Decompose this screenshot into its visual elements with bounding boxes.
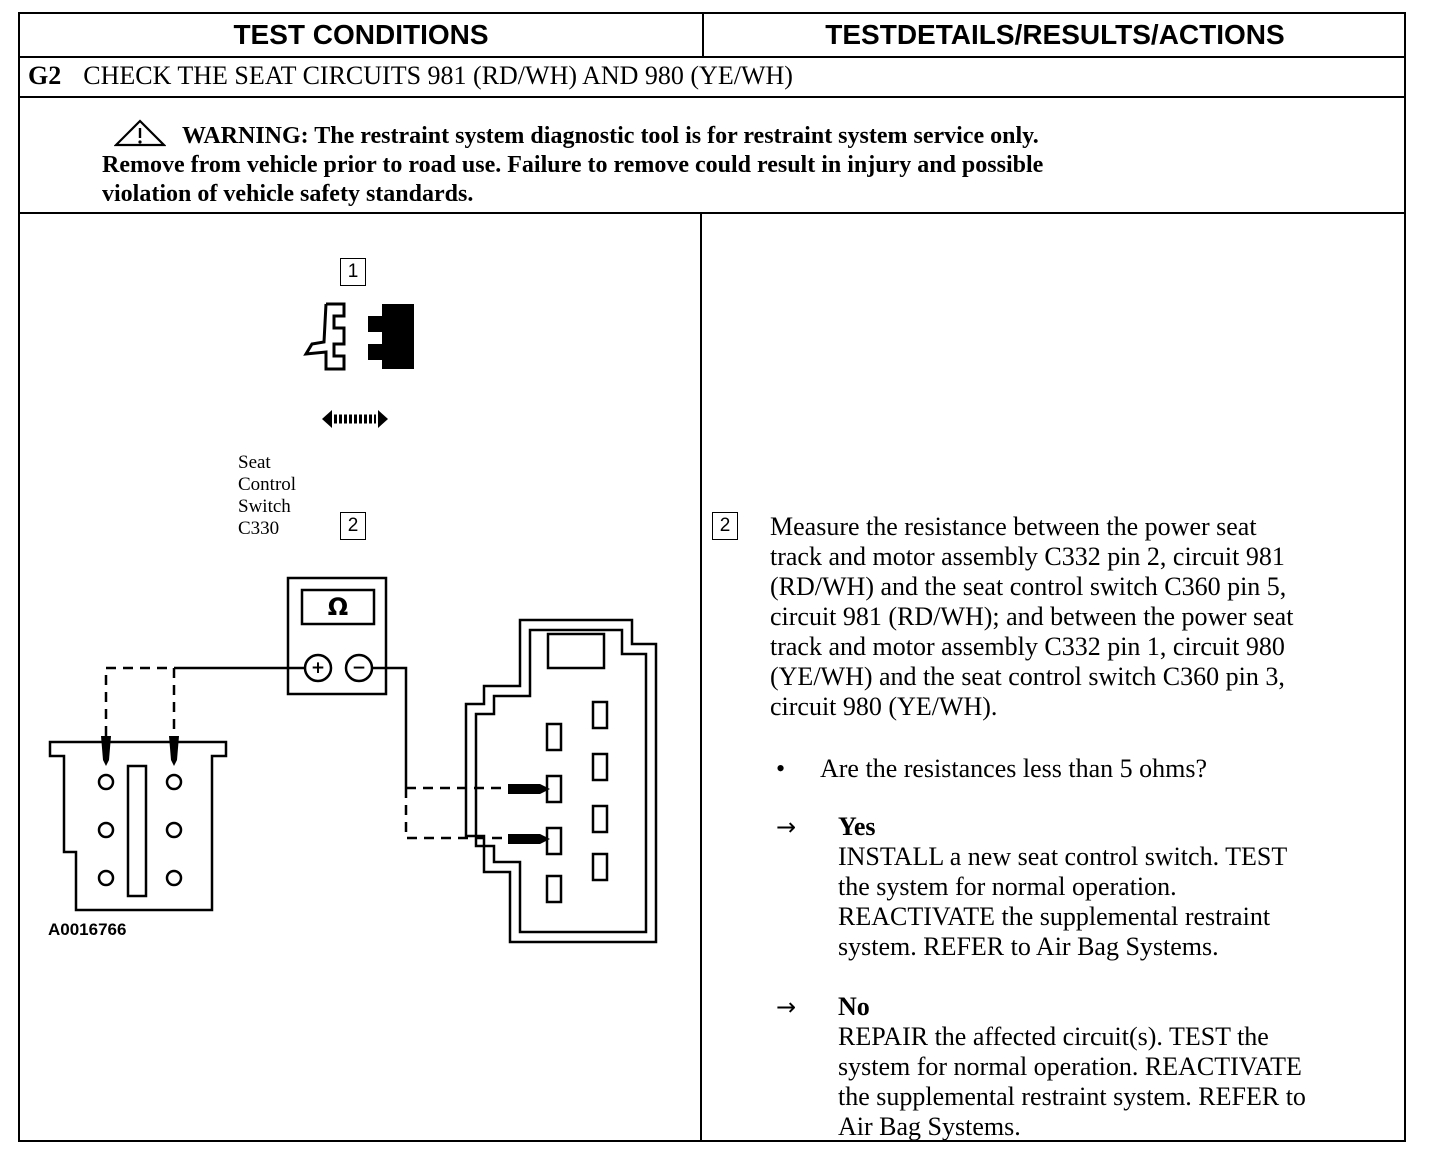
yes-action-line: the system for normal operation.: [838, 872, 1177, 901]
question-text: Are the resistances less than 5 ohms?: [820, 754, 1208, 783]
no-label: No: [838, 992, 870, 1021]
yes-action-line: REACTIVATE the supplemental restraint: [838, 902, 1271, 931]
test-sheet: TEST CONDITIONS TESTDETAILS/RESULTS/ACTI…: [18, 12, 1406, 1142]
warning-line-2: Remove from vehicle prior to road use. F…: [102, 152, 1044, 178]
step-id: G2: [28, 61, 62, 90]
meter-negative-terminal: −: [351, 658, 367, 678]
instruction-line: Measure the resistance between the power…: [770, 512, 1257, 541]
warning-block: WARNING: The restraint system diagnostic…: [102, 119, 1302, 209]
probe-tips: [101, 736, 179, 766]
instruction-line: circuit 980 (YE/WH).: [770, 692, 998, 721]
question-bullet: •: [776, 754, 786, 783]
ohm-symbol: Ω: [327, 593, 349, 621]
disconnected-connector: [303, 302, 346, 371]
warning-line-1: WARNING: The restraint system diagnostic…: [182, 123, 1039, 149]
no-answer: No REPAIR the affected circuit(s). TEST …: [838, 992, 1398, 1142]
seat-track-connector-c332: [464, 618, 658, 944]
no-action-line: Air Bag Systems.: [838, 1112, 1021, 1141]
dashed-leads: [104, 666, 520, 840]
instruction-line: circuit 981 (RD/WH); and between the pow…: [770, 602, 1294, 631]
connector-caption: Seat Control Switch C330: [238, 452, 297, 539]
yes-action-line: INSTALL a new seat control switch. TEST: [838, 842, 1288, 871]
instruction-line: (YE/WH) and the seat control switch C360…: [770, 662, 1285, 691]
disconnect-arrow-icon: [322, 410, 388, 428]
yes-label: Yes: [838, 812, 876, 841]
body-column-divider: [700, 214, 702, 1142]
yes-answer: Yes INSTALL a new seat control switch. T…: [838, 812, 1398, 962]
step-title: G2 CHECK THE SEAT CIRCUITS 981 (RD/WH) AN…: [28, 61, 793, 91]
figure-id: A0016766: [48, 920, 127, 939]
instruction-paragraph: Measure the resistance between the power…: [770, 512, 1390, 722]
meter-leads: [174, 666, 408, 788]
switch-side-connector: [368, 304, 414, 369]
yes-action-line: system. REFER to Air Bag Systems.: [838, 932, 1219, 961]
no-action-line: REPAIR the affected circuit(s). TEST the: [838, 1022, 1269, 1051]
step-1-number-box: 1: [340, 258, 366, 286]
step-divider: [20, 96, 1404, 98]
instruction-line: track and motor assembly C332 pin 2, cir…: [770, 542, 1285, 571]
instruction-line: (RD/WH) and the seat control switch C360…: [770, 572, 1287, 601]
header-divider: [20, 56, 1404, 58]
meter-positive-terminal: +: [310, 658, 326, 678]
warning-line-3: violation of vehicle safety standards.: [102, 181, 474, 207]
test-details-header: TESTDETAILS/RESULTS/ACTIONS: [825, 19, 1285, 50]
instruction-line: track and motor assembly C332 pin 1, cir…: [770, 632, 1285, 661]
step-text: CHECK THE SEAT CIRCUITS 981 (RD/WH) AND …: [83, 61, 793, 90]
details-step-number-box: 2: [712, 512, 738, 540]
yes-arrow-icon: →: [776, 813, 797, 841]
ohmmeter: [286, 576, 388, 696]
step-2-number-box: 2: [340, 512, 366, 540]
no-action-line: system for normal operation. REACTIVATE: [838, 1052, 1302, 1081]
connector-c330-illustration: [48, 302, 658, 944]
seat-control-switch-c360: [48, 740, 228, 912]
warning-divider: [20, 212, 1404, 214]
test-conditions-header: TEST CONDITIONS: [233, 19, 489, 50]
connector-probe-tips: [508, 784, 550, 844]
header-column-divider: [702, 14, 704, 56]
no-arrow-icon: →: [776, 993, 797, 1021]
no-action-line: the supplemental restraint system. REFER…: [838, 1082, 1306, 1111]
warning-triangle-icon: [114, 119, 166, 147]
